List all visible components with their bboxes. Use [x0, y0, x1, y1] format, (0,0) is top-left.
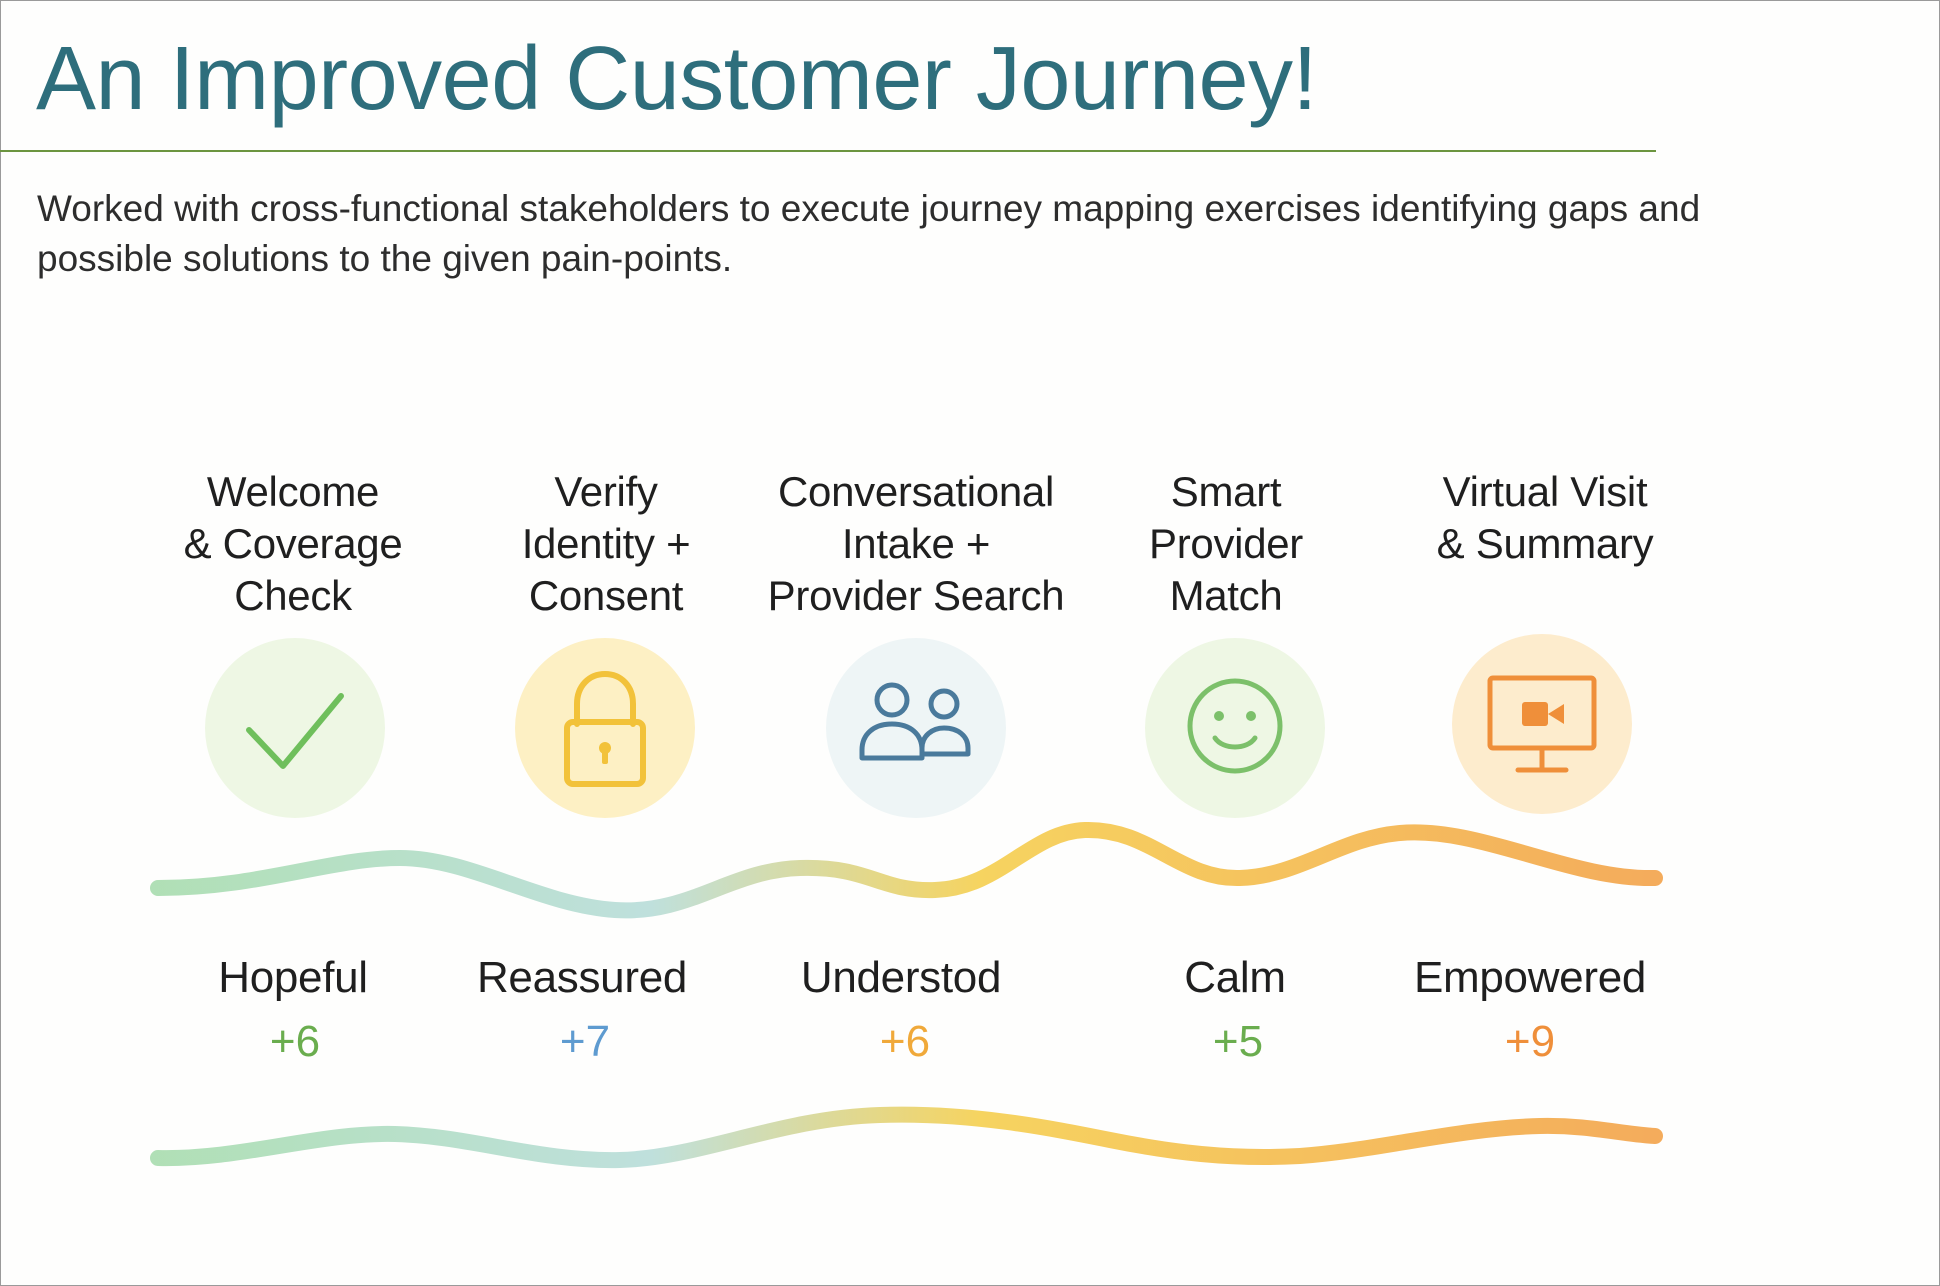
emotion-label-empowered: Empowered: [1413, 953, 1647, 1002]
stage-circle-welcome: [205, 638, 385, 818]
emotion-score-calm: +5: [1212, 1017, 1264, 1066]
emotion-wave-lower: [150, 1106, 1663, 1169]
emotion-label-understod: Understod: [800, 953, 1002, 1002]
stage-title-visit: Virtual Visit& Summary: [1436, 468, 1654, 567]
emotion-wave-upper: [150, 821, 1663, 919]
title-divider: [0, 150, 1656, 152]
smiley-icon: [1187, 678, 1283, 774]
stage-circle-match: [1145, 638, 1325, 818]
emotion-score-understod: +6: [879, 1017, 931, 1066]
emotion-score-hopeful: +6: [269, 1017, 321, 1066]
stage-circle-intake: [826, 638, 1006, 818]
video-monitor-icon: [1487, 675, 1597, 773]
checkmark-icon: [246, 693, 344, 769]
page-title: An Improved Customer Journey!: [36, 29, 1318, 129]
padlock-icon: [564, 670, 646, 787]
emotion-label-reassured: Reassured: [476, 953, 688, 1002]
emotion-score-empowered: +9: [1504, 1017, 1556, 1066]
emotion-score-reassured: +7: [559, 1017, 611, 1066]
emotion-label-calm: Calm: [1184, 953, 1286, 1002]
page-description: Worked with cross-functional stakeholder…: [37, 188, 1701, 279]
stage-circle-visit: [1452, 634, 1632, 814]
stage-circle-verify: [515, 638, 695, 818]
emotion-label-hopeful: Hopeful: [218, 953, 368, 1002]
people-icon: [859, 682, 971, 761]
